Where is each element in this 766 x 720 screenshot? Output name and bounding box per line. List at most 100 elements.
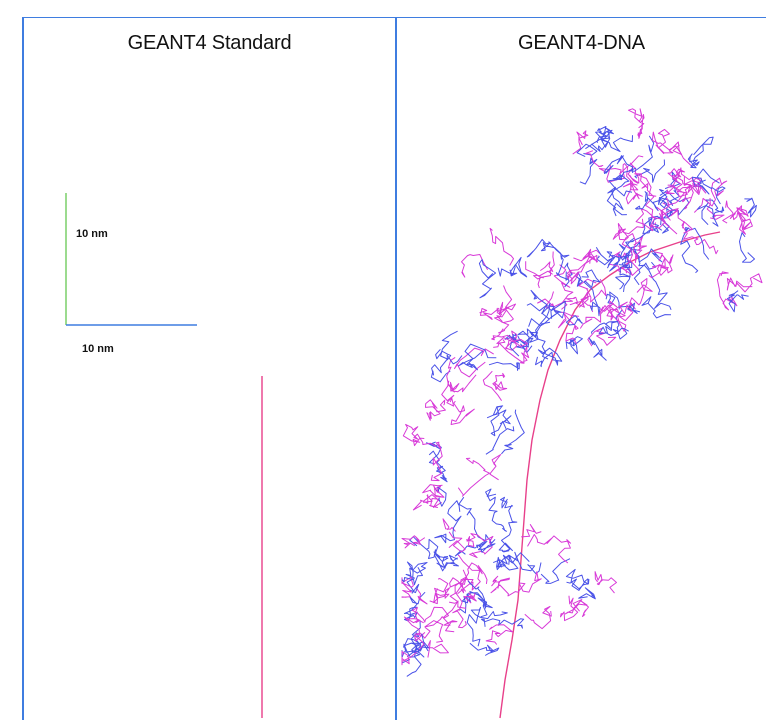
- secondary-track: [612, 218, 644, 241]
- secondary-track: [635, 206, 671, 232]
- secondary-track: [426, 538, 459, 572]
- secondary-track: [411, 633, 430, 653]
- secondary-track: [641, 296, 672, 319]
- secondary-track: [435, 348, 463, 365]
- secondary-track: [576, 143, 598, 158]
- secondary-track: [429, 578, 449, 605]
- secondary-track: [411, 600, 467, 624]
- secondary-track: [605, 291, 620, 310]
- secondary-track: [497, 256, 528, 278]
- secondary-track: [535, 347, 563, 368]
- secondary-track: [566, 255, 595, 285]
- secondary-track: [628, 108, 645, 130]
- secondary-track: [426, 640, 449, 658]
- secondary-track: [634, 173, 657, 197]
- secondary-track: [403, 620, 422, 677]
- dna-secondary-tracks: [401, 108, 763, 677]
- secondary-track: [454, 347, 494, 378]
- secondary-track: [489, 454, 502, 481]
- secondary-track: [430, 330, 458, 383]
- secondary-track: [579, 157, 598, 185]
- secondary-track: [496, 555, 519, 571]
- secondary-track: [424, 616, 458, 643]
- secondary-track: [627, 278, 653, 312]
- secondary-track: [485, 488, 507, 532]
- secondary-track: [672, 168, 707, 198]
- scale-label-horizontal: 10 nm: [82, 343, 114, 355]
- secondary-track: [588, 337, 607, 361]
- secondary-track: [548, 241, 570, 288]
- secondary-track: [596, 251, 614, 266]
- secondary-track: [568, 250, 598, 274]
- secondary-track: [524, 606, 552, 630]
- secondary-track: [490, 571, 542, 597]
- secondary-track: [401, 632, 426, 666]
- secondary-track: [409, 536, 449, 562]
- secondary-track: [403, 637, 422, 648]
- secondary-track: [611, 254, 631, 292]
- secondary-track: [706, 197, 725, 220]
- secondary-track: [606, 163, 638, 205]
- secondary-track: [558, 313, 579, 345]
- secondary-track: [722, 200, 749, 224]
- secondary-track: [612, 237, 635, 266]
- secondary-track: [491, 328, 528, 348]
- secondary-track: [541, 300, 566, 319]
- secondary-track: [599, 300, 618, 312]
- secondary-track: [612, 135, 655, 181]
- secondary-track: [478, 259, 497, 299]
- secondary-track: [744, 197, 757, 218]
- secondary-track: [624, 225, 663, 260]
- secondary-track: [515, 302, 551, 354]
- secondary-track: [632, 246, 672, 310]
- secondary-track: [606, 186, 627, 216]
- secondary-track: [485, 624, 513, 645]
- secondary-track: [454, 539, 487, 557]
- panel-title-standard: GEANT4 Standard: [127, 32, 292, 54]
- secondary-track: [450, 400, 475, 425]
- secondary-track: [494, 309, 514, 334]
- secondary-track: [648, 257, 666, 279]
- secondary-track: [498, 504, 518, 553]
- secondary-track: [488, 361, 520, 371]
- secondary-track: [680, 226, 710, 274]
- secondary-track: [537, 264, 574, 308]
- secondary-track: [489, 227, 514, 266]
- secondary-track: [449, 562, 488, 592]
- secondary-track: [644, 189, 668, 212]
- secondary-track: [618, 302, 641, 314]
- secondary-track: [591, 321, 629, 336]
- secondary-track: [701, 199, 725, 226]
- secondary-track: [501, 409, 525, 455]
- secondary-track: [627, 162, 640, 184]
- secondary-track: [482, 370, 503, 401]
- panel-title-dna: GEANT4-DNA: [518, 32, 645, 54]
- secondary-track: [415, 587, 428, 605]
- secondary-track: [565, 336, 583, 355]
- secondary-track: [594, 571, 617, 594]
- frame-divider: [395, 17, 397, 720]
- secondary-track: [565, 568, 590, 591]
- secondary-track: [457, 554, 481, 595]
- frame-left-border: [22, 17, 24, 720]
- secondary-track: [681, 221, 719, 255]
- secondary-track: [436, 554, 458, 569]
- secondary-track: [434, 496, 465, 544]
- secondary-track: [615, 264, 631, 290]
- secondary-track: [726, 273, 763, 293]
- secondary-track: [433, 587, 450, 604]
- secondary-track: [492, 372, 508, 391]
- secondary-track: [727, 290, 749, 313]
- secondary-track: [485, 426, 515, 455]
- secondary-track: [691, 176, 726, 205]
- secondary-track: [528, 312, 559, 327]
- secondary-track: [667, 167, 694, 182]
- secondary-track: [401, 535, 426, 549]
- secondary-track: [545, 291, 579, 317]
- secondary-track: [500, 552, 530, 567]
- secondary-track: [621, 233, 643, 276]
- secondary-track: [463, 592, 477, 604]
- secondary-track: [612, 309, 628, 340]
- secondary-track: [461, 590, 493, 609]
